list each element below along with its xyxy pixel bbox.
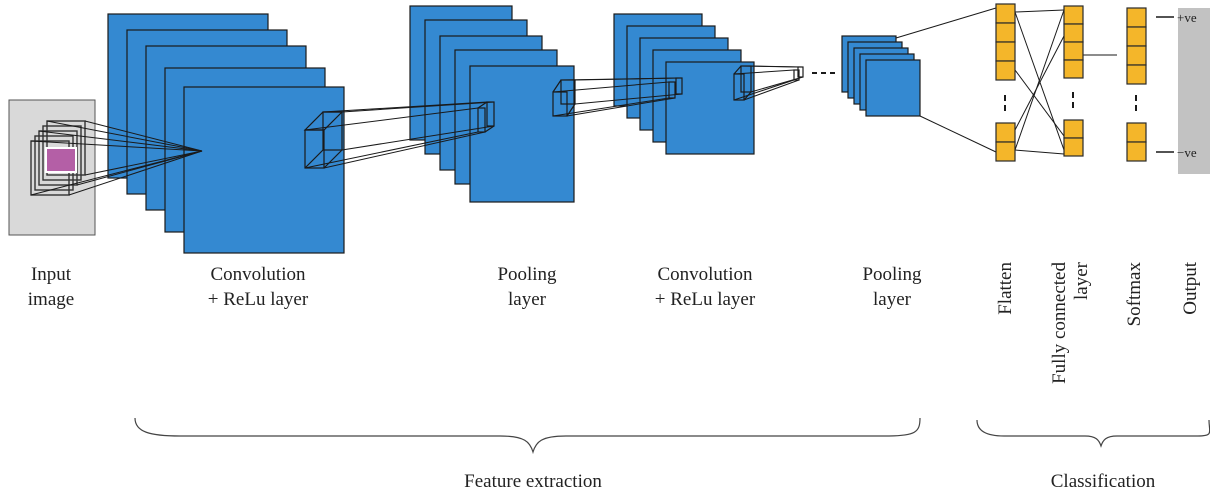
classification-label: Classification [1051,471,1156,492]
pool2-label-line1: Pooling [862,264,922,285]
output-negative-label: −ve [1177,145,1197,160]
conv2-label-line2: + ReLu layer [655,289,756,310]
classification-brace [976,419,1210,448]
output-positive-label: +ve [1177,10,1197,25]
conv2-feature-maps [613,13,755,155]
pool1-feature-maps [409,5,575,203]
input-image [8,99,96,236]
flatten-label: Flatten [995,262,1016,315]
conv1-label-line1: Convolution [210,264,306,285]
fully-connected-layer [1063,5,1084,157]
pool2-feature-maps [841,35,921,117]
softmax-layer [1126,7,1147,162]
input-image-patch [45,147,77,173]
pool1-label-line1: Pooling [497,264,557,285]
conv2-label-line1: Convolution [657,264,753,285]
fully-connected-label-line1: Fully connected [1049,262,1070,384]
softmax-label: Softmax [1124,262,1145,327]
fully-connected-label-line2: layer [1071,261,1092,300]
output-label: Output [1180,261,1201,315]
input-image-label-line2: image [28,289,74,310]
feature-extraction-brace [134,417,921,455]
output-panel [1178,8,1210,174]
conv1-feature-maps [107,13,345,254]
dense-connections [1014,9,1117,155]
feature-extraction-label: Feature extraction [464,471,602,492]
pool1-label-line2: layer [508,289,547,310]
input-image-label-line1: Input [31,264,72,285]
pool2-label-line2: layer [873,289,912,310]
conv1-label-line2: + ReLu layer [208,289,309,310]
flatten-layer [995,3,1016,162]
connection-lines [30,7,997,196]
